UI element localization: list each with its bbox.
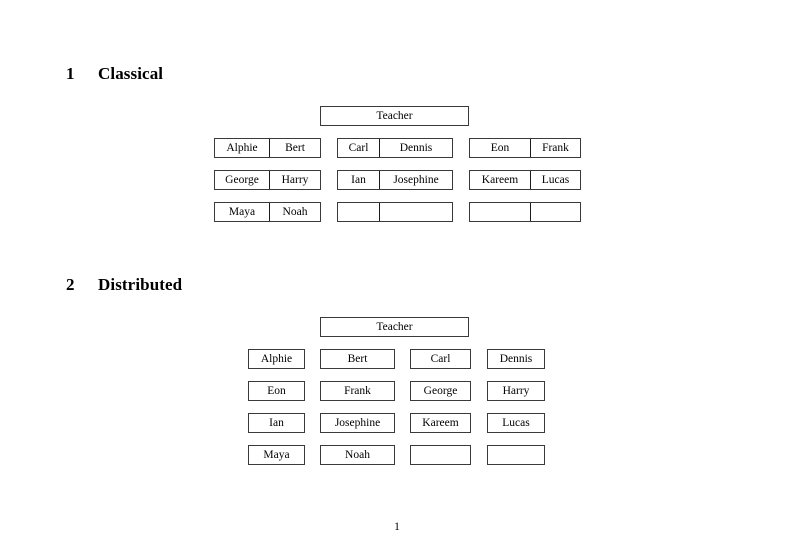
classical-empty-cell[interactable]: [470, 203, 530, 221]
distributed-student-node[interactable]: Bert: [320, 349, 395, 369]
distributed-student-node[interactable]: Dennis: [487, 349, 545, 369]
distributed-student-node[interactable]: Harry: [487, 381, 545, 401]
distributed-student-node[interactable]: George: [410, 381, 471, 401]
classical-empty-cell[interactable]: [338, 203, 379, 221]
distributed-student-node[interactable]: Maya: [248, 445, 305, 465]
classical-student-cell[interactable]: Frank: [530, 139, 580, 157]
classical-student-cell[interactable]: Harry: [269, 171, 320, 189]
classical-student-cell[interactable]: Carl: [348, 142, 369, 154]
distributed-student-node[interactable]: Eon: [248, 381, 305, 401]
classical-student-group[interactable]: Kareem Lucas: [469, 170, 581, 190]
distributed-teacher-node[interactable]: Teacher: [320, 317, 469, 337]
section-heading-distributed: 2 Distributed: [66, 275, 182, 295]
distributed-empty-node[interactable]: [487, 445, 545, 465]
classical-teacher-node[interactable]: Teacher: [320, 106, 469, 126]
classical-student-group[interactable]: [337, 202, 453, 222]
distributed-student-node[interactable]: Lucas: [487, 413, 545, 433]
distributed-student-node[interactable]: Ian: [248, 413, 305, 433]
page-number: 1: [394, 521, 400, 533]
section-title: Distributed: [98, 275, 183, 294]
distributed-student-node[interactable]: Carl: [410, 349, 471, 369]
classical-student-cell[interactable]: George: [225, 174, 259, 186]
classical-student-cell[interactable]: Ian: [351, 174, 366, 186]
distributed-student-node[interactable]: Josephine: [320, 413, 395, 433]
classical-empty-cell[interactable]: [530, 203, 580, 221]
classical-student-cell[interactable]: Lucas: [530, 171, 580, 189]
classical-student-cell[interactable]: Maya: [228, 206, 256, 218]
classical-student-cell[interactable]: Dennis: [379, 139, 452, 157]
section-number: 1: [66, 64, 75, 83]
classical-student-group[interactable]: Maya Noah: [214, 202, 321, 222]
distributed-student-node[interactable]: Alphie: [248, 349, 305, 369]
section-heading-classical: 1 Classical: [66, 64, 163, 84]
classical-student-group[interactable]: [469, 202, 581, 222]
classical-empty-cell[interactable]: [379, 203, 452, 221]
classical-student-group[interactable]: Carl Dennis: [337, 138, 453, 158]
classical-student-cell[interactable]: Noah: [269, 203, 320, 221]
classical-student-group[interactable]: Alphie Bert: [214, 138, 321, 158]
classical-student-group[interactable]: Ian Josephine: [337, 170, 453, 190]
classical-student-group[interactable]: George Harry: [214, 170, 321, 190]
classical-student-cell[interactable]: Eon: [490, 142, 510, 154]
classical-student-cell[interactable]: Bert: [269, 139, 320, 157]
distributed-student-node[interactable]: Noah: [320, 445, 395, 465]
classical-student-cell[interactable]: Josephine: [379, 171, 452, 189]
distributed-student-node[interactable]: Frank: [320, 381, 395, 401]
section-title: Classical: [98, 64, 164, 83]
distributed-empty-node[interactable]: [410, 445, 471, 465]
classical-student-cell[interactable]: Kareem: [481, 174, 519, 186]
section-number: 2: [66, 275, 75, 294]
classical-student-cell[interactable]: Alphie: [226, 142, 258, 154]
classical-student-group[interactable]: Eon Frank: [469, 138, 581, 158]
distributed-student-node[interactable]: Kareem: [410, 413, 471, 433]
